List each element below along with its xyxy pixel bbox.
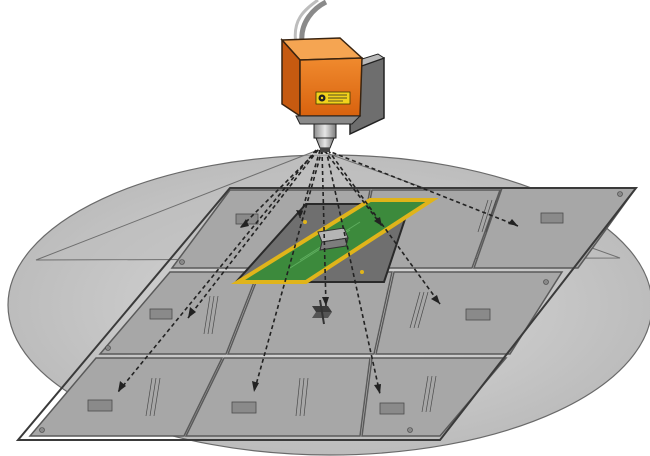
radiation-warning-icon [316, 92, 350, 104]
scanner-nozzle [314, 124, 336, 138]
chip-component [318, 228, 348, 250]
xray-scanner-icon [282, 0, 384, 152]
